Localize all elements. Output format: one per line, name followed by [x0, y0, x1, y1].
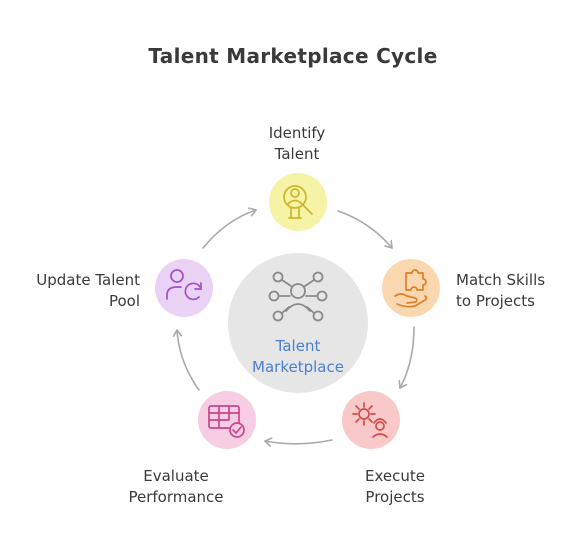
- arrow-execute-to-evaluate: [264, 437, 333, 447]
- execute-projects-label: Execute Projects: [365, 467, 425, 506]
- gear-worker-icon: [352, 402, 388, 438]
- diagram-title: Talent Marketplace Cycle: [148, 44, 438, 68]
- identify-talent-label: Identify Talent: [268, 124, 326, 163]
- network-person-icon: [268, 271, 328, 322]
- update-talent-pool-circle: [155, 259, 213, 317]
- user-refresh-icon: [166, 269, 202, 301]
- arrow-match-to-execute: [398, 326, 415, 389]
- center-label-line2: Marketplace: [252, 358, 344, 376]
- arrow-identify-to-match: [337, 210, 393, 249]
- arrow-update-to-identify: [202, 207, 257, 249]
- arrow-evaluate-to-update: [172, 329, 200, 391]
- center-label-line1: Talent: [275, 337, 321, 355]
- center-label: Talent Marketplace: [228, 336, 368, 378]
- table-check-icon: [208, 405, 245, 438]
- update-talent-pool-label: Update Talent Pool: [36, 271, 140, 310]
- match-skills-label: Match Skills to Projects: [456, 271, 546, 310]
- center-circle: [228, 253, 368, 393]
- evaluate-performance-label: Evaluate Performance: [128, 467, 224, 506]
- cycle-arrows: [172, 207, 415, 447]
- talent-search-icon: [283, 185, 313, 219]
- puzzle-hand-icon: [394, 269, 428, 308]
